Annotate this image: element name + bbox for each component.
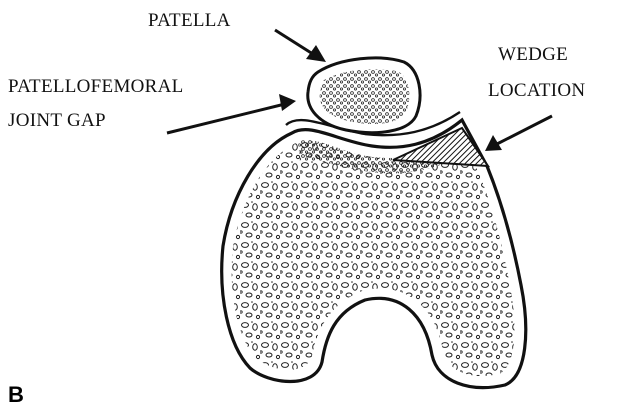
patella-label: PATELLA xyxy=(148,10,231,31)
joint-gap-arrow xyxy=(167,94,296,133)
joint-gap-label-line1: PATELLOFEMORAL xyxy=(8,76,184,97)
wedge-arrow xyxy=(485,116,552,151)
panel-letter: B xyxy=(8,382,24,407)
patella-arrow xyxy=(275,30,326,62)
wedge-label-line1: WEDGE xyxy=(498,44,568,65)
patella xyxy=(308,58,420,133)
wedge-label-line2: LOCATION xyxy=(488,80,585,101)
joint-gap-label-line2: JOINT GAP xyxy=(8,110,106,131)
